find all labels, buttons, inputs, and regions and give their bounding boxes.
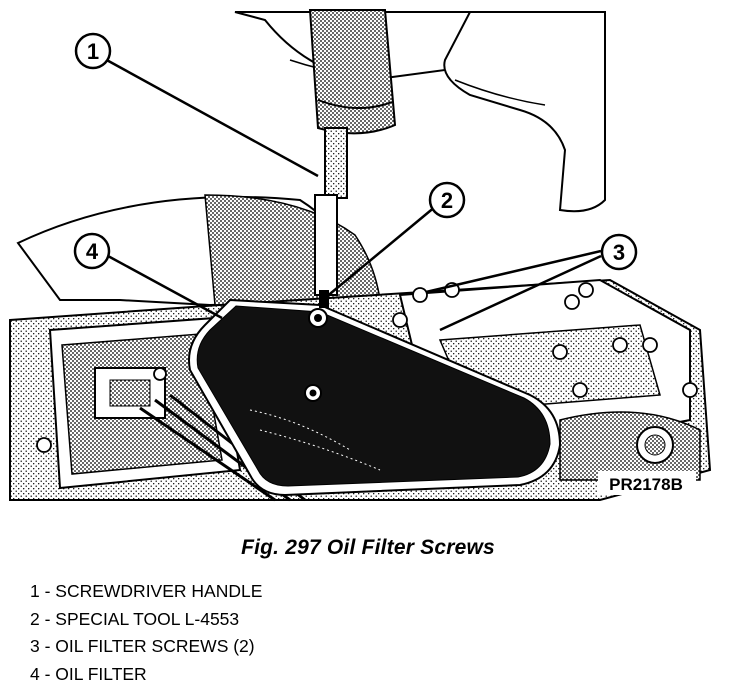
legend-item-special-tool: 2 - SPECIAL TOOL L-4553 (30, 608, 240, 629)
illustration: 1 2 3 4 PR2178B (9, 9, 712, 502)
svg-text:3: 3 (613, 240, 625, 265)
legend-list: 1 - SCREWDRIVER HANDLE 2 - SPECIAL TOOL … (30, 578, 262, 688)
callout-2: 2 (428, 181, 466, 219)
figure-caption: Fig. 297 Oil Filter Screws (241, 536, 495, 559)
screwdriver-handle (308, 9, 397, 135)
callout-3: 3 (600, 233, 638, 271)
svg-text:4: 4 (86, 239, 99, 264)
callout-4: 4 (73, 232, 111, 270)
figure-code: PR2178B (609, 475, 683, 494)
legend-item-oil-filter-screws: 3 - OIL FILTER SCREWS (2) (30, 636, 255, 656)
hand (234, 11, 606, 213)
leader-lines (102, 56, 602, 332)
svg-text:1: 1 (87, 39, 99, 64)
callout-1: 1 (74, 32, 112, 70)
legend-item-oil-filter: 4 - OIL FILTER (30, 663, 147, 684)
oil-filter-screws (304, 308, 328, 402)
special-tool-shaft (314, 127, 348, 308)
oil-filter (188, 298, 562, 497)
svg-text:2: 2 (441, 188, 453, 213)
valve-body-bolts (36, 282, 698, 453)
legend-item-screwdriver-handle: 1 - SCREWDRIVER HANDLE (30, 581, 263, 601)
